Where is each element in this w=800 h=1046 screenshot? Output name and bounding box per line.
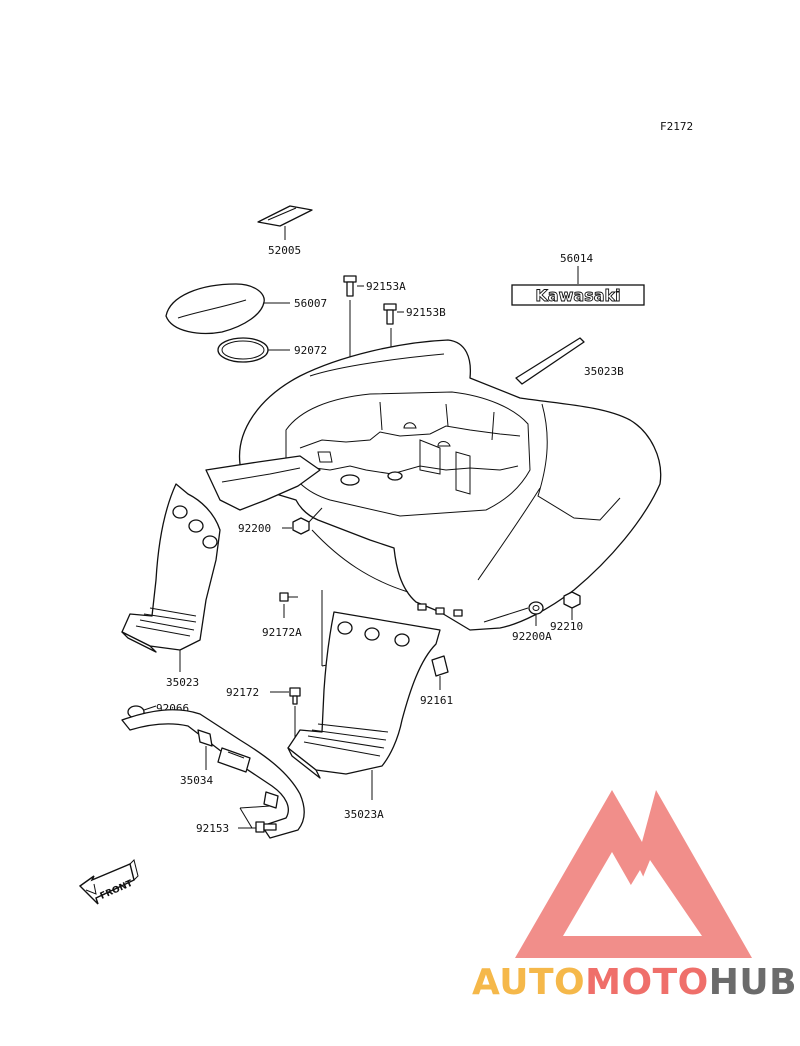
label-92153: 92153	[196, 822, 229, 835]
footguard-35023A	[287, 611, 441, 800]
screw-92172	[270, 687, 301, 738]
label-56014: 56014	[560, 252, 593, 265]
label-52005: 52005	[268, 244, 301, 257]
washer-92200A	[483, 601, 544, 626]
front-direction-marker: FRONT	[78, 859, 139, 905]
figure-code: F2172	[660, 120, 693, 133]
footguard-35023	[121, 483, 221, 672]
rear-fender-35023B	[205, 337, 662, 631]
label-35023B: 35023B	[584, 365, 624, 378]
label-92161: 92161	[420, 694, 453, 707]
label-92172: 92172	[226, 686, 259, 699]
label-92172A: 92172A	[262, 626, 302, 639]
nut-92210	[563, 591, 581, 620]
pad-92161	[431, 655, 449, 690]
label-35023: 35023	[166, 676, 199, 689]
nut-92200	[282, 507, 323, 535]
bolt-92153	[238, 805, 277, 833]
label-92200: 92200	[238, 522, 271, 535]
label-56007: 56007	[294, 297, 327, 310]
label-92153A: 92153A	[366, 280, 406, 293]
watermark-text: AUTOMOTOHUB	[472, 962, 797, 1003]
label-35023A: 35023A	[344, 808, 384, 821]
label-92153B: 92153B	[406, 306, 446, 319]
bracket-35034	[121, 709, 305, 839]
watermark-logo	[515, 790, 752, 958]
part-92072	[217, 337, 290, 363]
label-92210: 92210	[550, 620, 583, 633]
decal-kawasaki-text: Kawasaki	[535, 286, 620, 305]
decal-kawasaki: Kawasaki	[511, 284, 645, 306]
part-56007	[165, 283, 290, 335]
label-35034: 35034	[180, 774, 213, 787]
label-92200A: 92200A	[512, 630, 552, 643]
part-52005	[257, 205, 313, 240]
label-92072: 92072	[294, 344, 327, 357]
